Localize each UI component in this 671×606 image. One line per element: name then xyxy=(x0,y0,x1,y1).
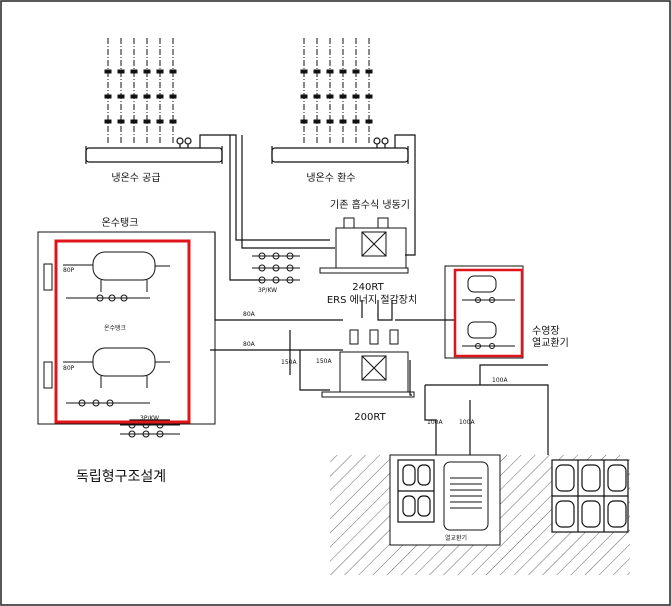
independent-design-caption: 독립형구조설계 xyxy=(76,469,166,485)
return-header-label: 냉온수 환수 xyxy=(306,172,355,184)
tank-upper-tag: 80P xyxy=(63,267,75,274)
side-vessel-upper xyxy=(43,263,53,291)
return-risers xyxy=(300,38,373,143)
pool-exchanger-label-2: 열교환기 xyxy=(532,337,569,349)
pump-set-top xyxy=(252,252,300,284)
hot-tank-lower xyxy=(63,347,170,407)
pool-exchanger-highlight xyxy=(453,268,524,358)
pump-set-bottom-label: 3P/KW xyxy=(140,415,159,422)
pump-set-top-label: 3P/KW xyxy=(258,287,277,294)
hot-tank-group-label: 온수탱크 xyxy=(102,217,139,229)
heat-exchanger-coil xyxy=(443,461,489,531)
tank-room-outline xyxy=(37,231,216,425)
pipe-size-80a-lower: 80A xyxy=(243,341,256,348)
pipe-size-80a-upper: 80A xyxy=(243,311,256,318)
return-header-pipe xyxy=(271,137,409,164)
existing-chiller-label: 기존 흡수식 냉동기 xyxy=(330,198,410,211)
hot-tank-upper xyxy=(63,251,170,302)
pool-exchanger-units xyxy=(462,275,515,349)
chiller-200rt xyxy=(321,351,415,398)
pool-exchanger-room xyxy=(444,265,524,359)
ers-units xyxy=(349,329,399,345)
supply-header-pipe xyxy=(85,137,223,164)
pipe-size-100a-right: 100A xyxy=(459,419,475,426)
tank-mid-label: 온수탱크 xyxy=(104,325,127,332)
chiller-200rt-label: 200RT xyxy=(354,412,386,423)
side-vessel-lower xyxy=(43,361,53,389)
tank-group-highlight xyxy=(54,239,191,424)
supply-risers xyxy=(104,38,177,143)
tank-lower-tag: 80P xyxy=(63,365,75,372)
pipe-size-100a-left: 100A xyxy=(427,419,443,426)
underground-pit xyxy=(389,454,501,546)
ers-pipe-tag: 150A xyxy=(316,358,332,365)
pipe-size-150a: 150A xyxy=(281,359,297,366)
pipe-size-100a-top: 100A xyxy=(492,377,508,384)
pool-exchanger-label-1: 수영장 xyxy=(532,325,560,337)
storage-tanks-right xyxy=(551,459,629,533)
underground-label: 열교환기 xyxy=(445,534,467,542)
storage-tanks-left xyxy=(397,459,435,523)
supply-header-label: 냉온수 공급 xyxy=(111,172,160,184)
chiller-240rt xyxy=(319,217,409,274)
ers-device-label: ERS 에너지 절감장치 xyxy=(327,293,417,306)
chiller-240rt-label: 240RT xyxy=(352,282,384,293)
